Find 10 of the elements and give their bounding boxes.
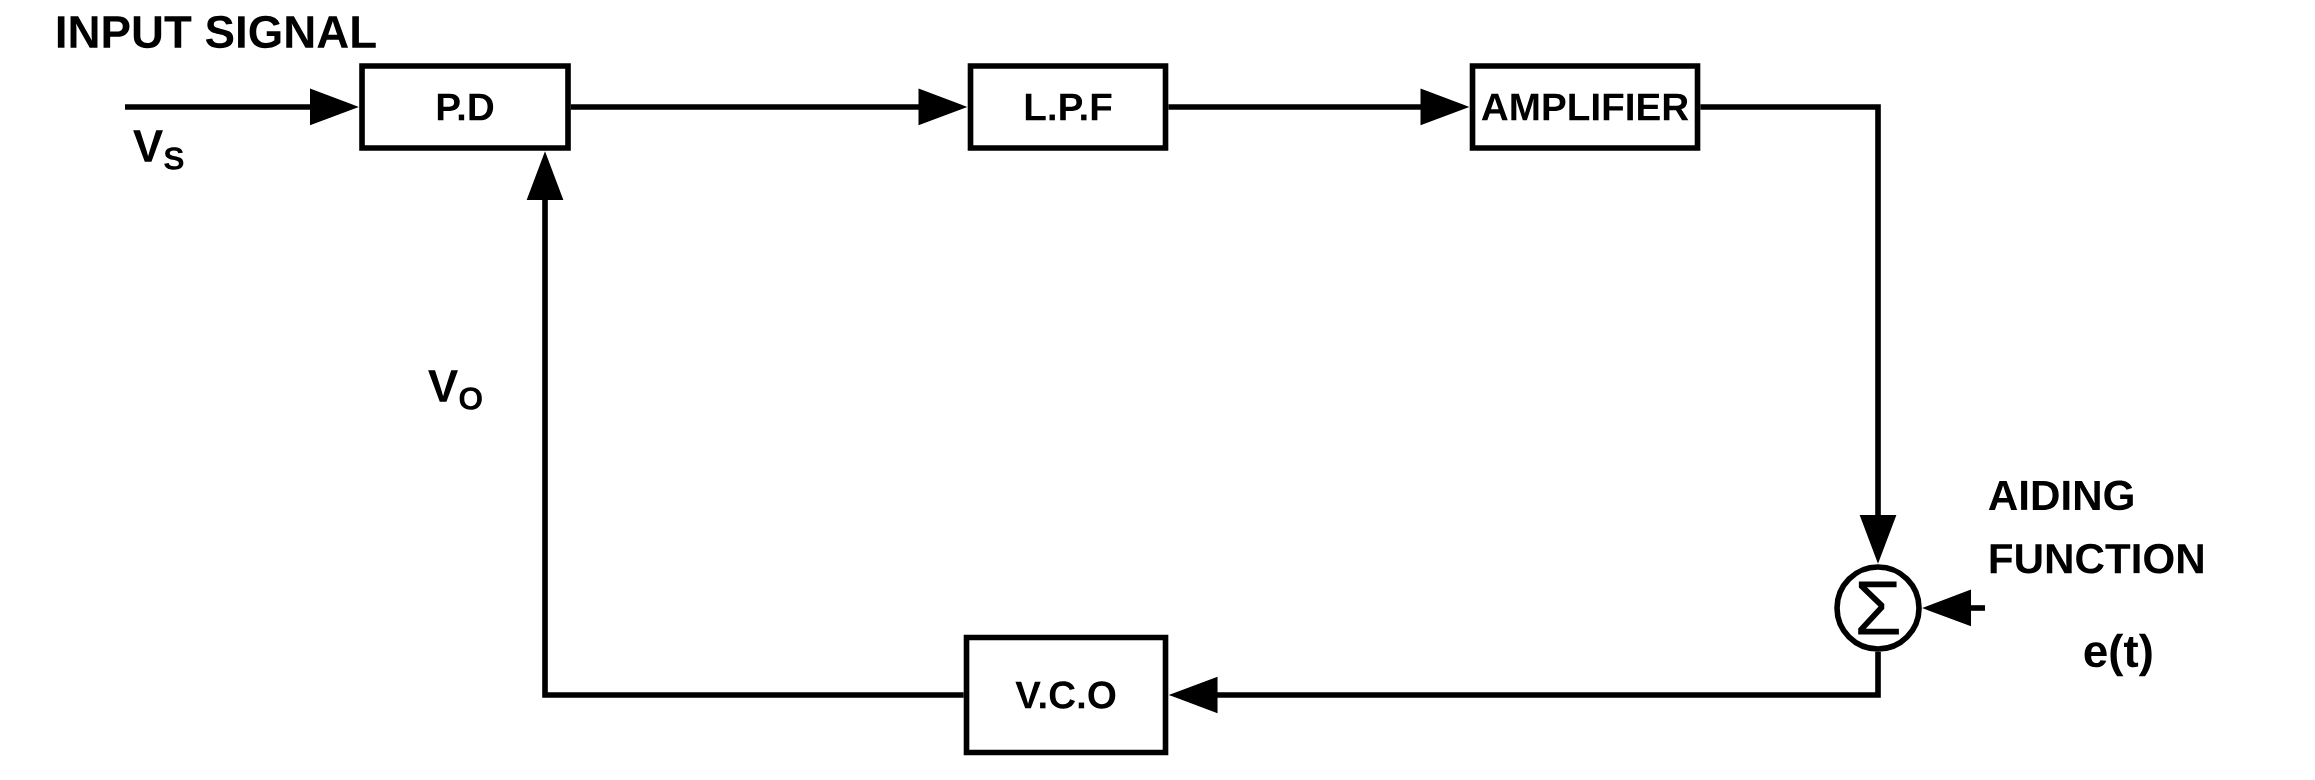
block-box: V.C.O <box>963 634 1169 756</box>
block-box: P.D <box>359 63 571 151</box>
summing-junction: Σ <box>1834 564 1922 652</box>
block-box: AMPLIFIER <box>1469 63 1701 151</box>
signal-label: AIDING FUNCTION <box>1988 480 2203 574</box>
signal-label: V$_{S}$ <box>133 130 184 170</box>
block-box: L.P.F <box>967 63 1169 151</box>
signal-label: V$_{O}$ <box>428 370 482 410</box>
signal-label: INPUT SIGNAL <box>57 15 376 49</box>
signal-label: e(t) <box>2084 633 2152 677</box>
